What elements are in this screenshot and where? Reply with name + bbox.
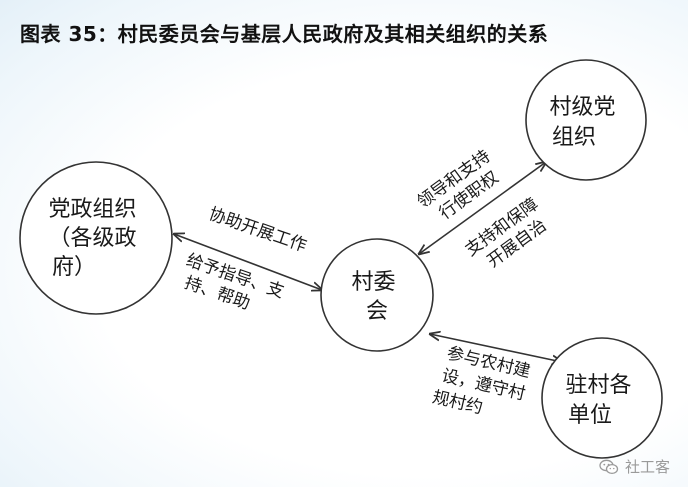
edge-label-from-party-gov: 给予指导、支 持、帮助 [176,250,291,325]
diagram-title: 图表 35：村民委员会与基层人民政府及其相关组织的关系 [20,22,549,46]
edge-committee-village-party [419,162,546,254]
node-party-gov-label: 党政组织 （各级政 府） [48,197,143,280]
edge-label-from-village-party: 领导和支持 行使职权 [414,143,512,230]
edge-label-to-party-gov: 协助开展工作 [206,204,309,256]
wechat-icon [599,459,619,475]
edge-label-to-village-party: 支持和保障 开展自治 [462,191,560,278]
node-party-gov-line-1: 党政组织 [48,197,136,222]
node-village-committee: 村委 会 [320,238,434,352]
node-stationed-units-label: 驻村各 单位 [565,373,638,428]
node-village-committee-line-2: 会 [366,299,388,324]
node-village-party: 村级党 组织 [525,59,647,181]
node-village-party-line-2: 组织 [552,125,596,150]
watermark: 社工客 [599,456,670,477]
node-party-gov-line-2: （各级政 [48,226,136,251]
edge-committee-stationed-units [430,334,562,362]
node-village-party-line-1: 村级党 [549,95,615,120]
node-village-committee-line-1: 村委 [351,270,395,295]
node-village-party-label: 村级党 组织 [549,95,622,150]
node-stationed-units-line-2: 单位 [568,403,612,428]
edge-label-with-units: 参与农村建 设，遵守村 规村约 [430,343,537,429]
edge-label-to-party-gov-line-1: 协助开展工作 [206,204,309,256]
edge-committee-party-gov [174,234,322,290]
node-party-gov: 党政组织 （各级政 府） [19,161,173,315]
watermark-text: 社工客 [624,458,670,476]
node-stationed-units: 驻村各 单位 [541,337,663,459]
node-village-committee-label: 村委 会 [351,270,402,324]
node-stationed-units-line-1: 驻村各 [565,373,631,398]
node-party-gov-line-3: 府） [52,255,96,280]
